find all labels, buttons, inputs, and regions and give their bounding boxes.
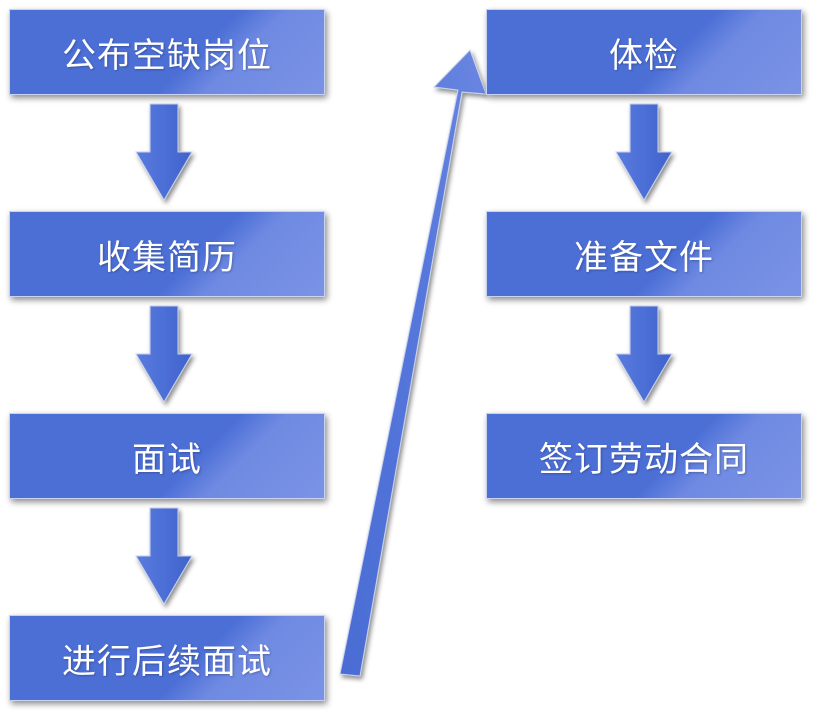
step-collect-resumes: 收集简历	[9, 211, 325, 297]
step-label: 进行后续面试	[62, 641, 272, 682]
step-label: 体检	[609, 35, 679, 76]
step-label: 准备文件	[574, 237, 714, 278]
step-label: 公布空缺岗位	[62, 35, 272, 76]
step-follow-up-interview: 进行后续面试	[9, 615, 325, 701]
step-label: 面试	[132, 439, 202, 480]
step-sign-contract: 签订劳动合同	[486, 413, 802, 499]
step-medical-exam: 体检	[486, 9, 802, 95]
long-up-arrow-icon	[339, 49, 487, 677]
step-publish-vacancy: 公布空缺岗位	[9, 9, 325, 95]
down-arrow-icon	[135, 305, 193, 403]
step-label: 签订劳动合同	[539, 439, 749, 480]
down-arrow-icon	[135, 507, 193, 605]
down-arrow-icon	[135, 103, 193, 201]
step-label: 收集简历	[97, 237, 237, 278]
down-arrow-icon	[615, 305, 673, 403]
down-arrow-icon	[615, 103, 673, 201]
step-prepare-documents: 准备文件	[486, 211, 802, 297]
step-interview: 面试	[9, 413, 325, 499]
